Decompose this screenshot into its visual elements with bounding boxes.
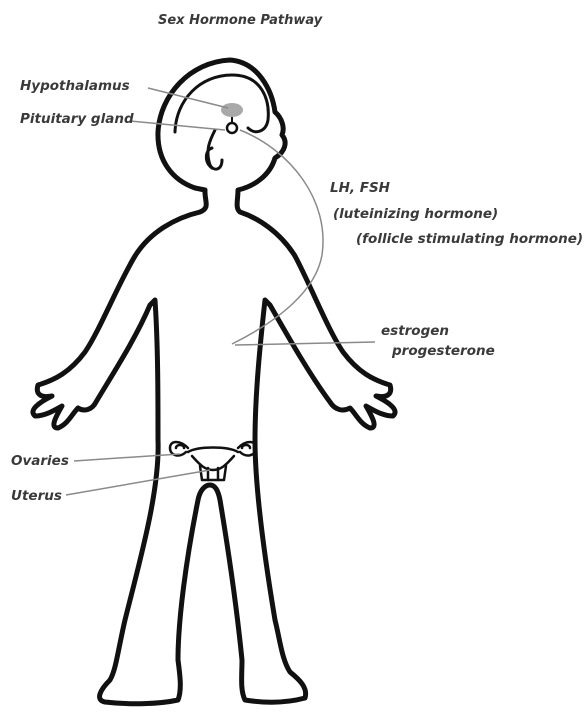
estrogen-label: estrogen bbox=[381, 325, 449, 339]
uterus-label: Uterus bbox=[11, 490, 62, 504]
brain-outline bbox=[175, 75, 268, 169]
pituitary-leader bbox=[130, 121, 225, 130]
follicle-stimulating-hormone-label: (follicle stimulating hormone) bbox=[356, 233, 583, 247]
pituitary-shape bbox=[227, 123, 237, 133]
hypothalamus-label: Hypothalamus bbox=[20, 80, 130, 94]
uterus-leader bbox=[66, 470, 210, 495]
pituitary-gland-label: Pituitary gland bbox=[20, 113, 134, 127]
progesterone-label: progesterone bbox=[392, 345, 495, 359]
estrogen-leader bbox=[235, 342, 375, 345]
body-outline bbox=[33, 60, 395, 704]
lh-fsh-label: LH, FSH bbox=[330, 182, 390, 196]
leader-lines bbox=[66, 88, 375, 495]
luteinizing-hormone-label: (luteinizing hormone) bbox=[333, 208, 498, 222]
ovaries-leader bbox=[74, 454, 180, 461]
ovaries-label: Ovaries bbox=[11, 455, 69, 469]
hypothalamus-leader bbox=[148, 88, 228, 108]
diagram-title: Sex Hormone Pathway bbox=[158, 14, 322, 27]
hypothalamus-shape bbox=[221, 103, 243, 117]
